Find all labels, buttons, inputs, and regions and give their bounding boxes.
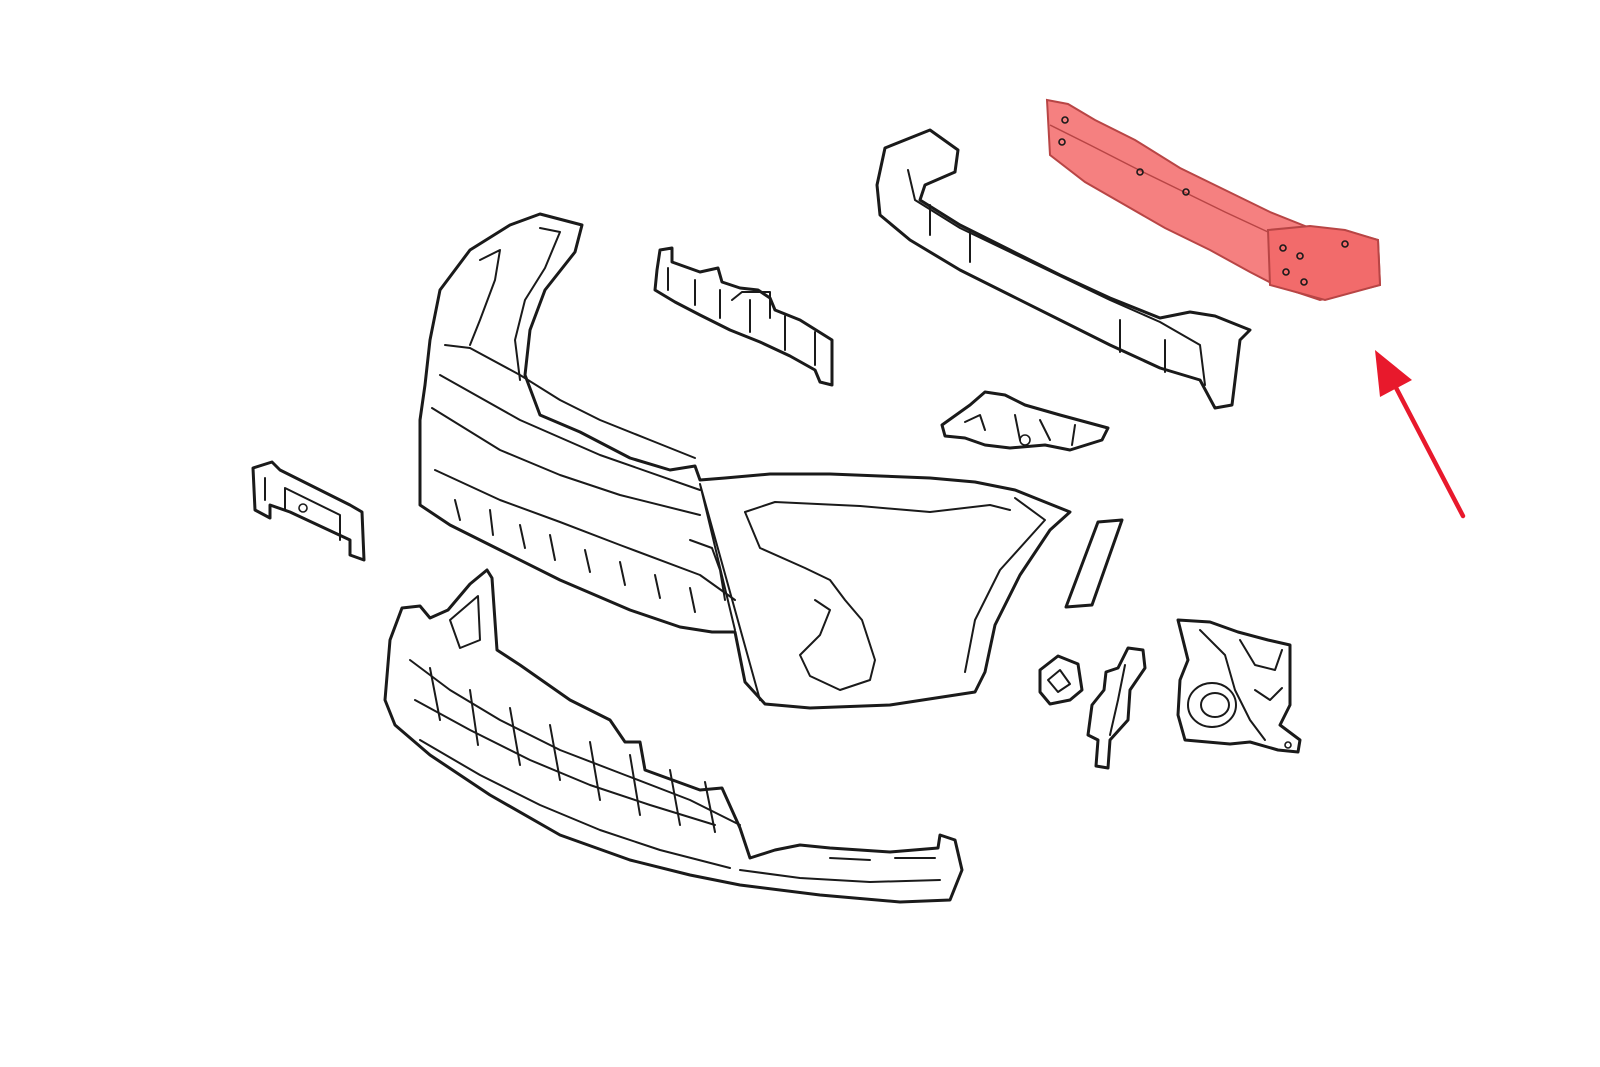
reinforcement-bar-end-block: [1266, 224, 1382, 302]
lower-spoiler[interactable]: [383, 568, 964, 904]
reinforcement-bar-hole: [1300, 278, 1308, 286]
trim-strip[interactable]: [1064, 518, 1124, 609]
license-bracket-hole: [298, 503, 308, 513]
reinforcement-bar-hole: [1296, 252, 1304, 260]
bumper-cover[interactable]: [418, 212, 1072, 710]
reinforcement-bar-hole: [1182, 188, 1190, 196]
indicator-arrow-head: [1375, 350, 1412, 397]
reinforcement-bar-hole: [1282, 268, 1290, 276]
vertical-retainer[interactable]: [1086, 646, 1147, 770]
license-bracket[interactable]: [251, 460, 366, 562]
reinforcement-bar-hole: [1279, 244, 1287, 252]
small-clip[interactable]: [1038, 654, 1084, 706]
reinforcement-bar-edge: [1049, 124, 1269, 233]
fog-lamp-opening: [1187, 682, 1237, 728]
indicator-arrow-shaft: [1389, 377, 1466, 519]
reinforcement-bar-hole: [1058, 138, 1066, 146]
energy-absorber[interactable]: [875, 128, 1252, 410]
reinforcement-bar-hole: [1341, 240, 1349, 248]
side-bracket[interactable]: [940, 390, 1110, 452]
fog-lamp-opening-inner: [1200, 692, 1230, 718]
reinforcement-bar-hole: [1061, 116, 1069, 124]
reinforcement-bar[interactable]: [1045, 98, 1382, 302]
side-bracket-hole: [1019, 434, 1031, 446]
reinforcement-bar-hole: [1136, 168, 1144, 176]
fog-lamp-bracket[interactable]: [1176, 618, 1302, 754]
indicator-arrow: [1375, 350, 1466, 519]
center-bracket[interactable]: [653, 246, 834, 387]
fog-lamp-bracket-hole: [1284, 741, 1292, 749]
